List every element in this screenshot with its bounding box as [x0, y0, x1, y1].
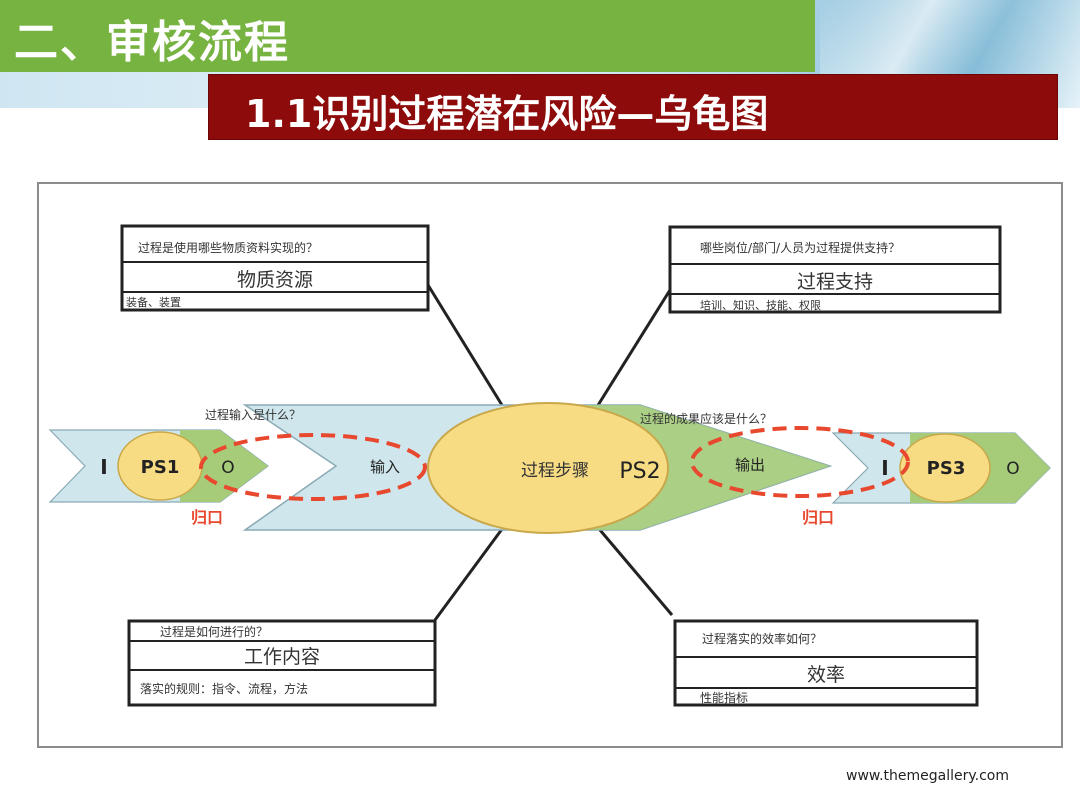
- ps3-label: PS3: [927, 458, 966, 479]
- efficiency-question: 过程落实的效率如何？: [702, 631, 822, 646]
- efficiency-title: 效率: [807, 664, 845, 686]
- material-resource-box: 过程是使用哪些物质资料实现的？ 物质资源 装备、装置: [120, 224, 430, 312]
- return-loop-left: [199, 433, 427, 501]
- section-header-bar: 二、审核流程: [0, 0, 815, 72]
- return-loop-right: [690, 426, 910, 498]
- work-detail: 落实的规则：指令、流程，方法: [140, 681, 308, 696]
- work-content-box: 过程是如何进行的？ 工作内容 落实的规则：指令、流程，方法: [127, 619, 437, 707]
- efficiency-box: 过程落实的效率如何？ 效率 性能指标: [673, 619, 979, 707]
- subtitle-bar: 1.1识别过程潜在风险—乌龟图: [208, 74, 1058, 140]
- footer-url: www.themegallery.com: [846, 768, 1009, 784]
- spoke-top-left: [426, 284, 507, 411]
- process-step-ellipse: [427, 402, 669, 534]
- input-label: 输入: [370, 458, 400, 476]
- ps1-input-i: I: [100, 455, 107, 479]
- support-title: 过程支持: [797, 271, 873, 293]
- work-question: 过程是如何进行的？: [160, 624, 268, 639]
- work-title: 工作内容: [244, 646, 320, 668]
- spoke-top-right: [593, 289, 672, 411]
- ps3-output-o: O: [1006, 459, 1019, 479]
- ps3-ellipse: [899, 433, 991, 503]
- subtitle: 1.1识别过程潜在风险—乌龟图: [245, 92, 769, 136]
- support-detail: 培训、知识、技能、权限: [700, 298, 821, 312]
- ps3-input-i: I: [881, 456, 888, 480]
- ps2-label: PS2: [619, 459, 660, 484]
- output-label: 输出: [735, 456, 765, 474]
- support-question: 哪些岗位/部门/人员为过程提供支持？: [700, 240, 900, 255]
- input-question: 过程输入是什么？: [205, 407, 301, 422]
- ps1-label: PS1: [141, 457, 180, 478]
- spoke-bottom-left: [433, 524, 507, 621]
- return-label-left: 归口: [191, 508, 223, 527]
- process-step-label: 过程步骤: [521, 461, 589, 481]
- material-detail: 装备、装置: [126, 295, 181, 309]
- section-title: 二、审核流程: [14, 17, 290, 68]
- material-title: 物质资源: [237, 269, 313, 291]
- ps1-output-o: O: [221, 458, 234, 478]
- process-support-box: 哪些岗位/部门/人员为过程提供支持？ 过程支持 培训、知识、技能、权限: [668, 225, 1002, 314]
- ps1-arrow-shade: [180, 430, 268, 502]
- output-question: 过程的成果应该是什么？: [640, 411, 772, 426]
- return-label-right: 归口: [802, 508, 834, 527]
- material-question: 过程是使用哪些物质资料实现的？: [138, 240, 318, 255]
- spoke-bottom-right: [598, 529, 674, 616]
- efficiency-detail: 性能指标: [700, 690, 748, 705]
